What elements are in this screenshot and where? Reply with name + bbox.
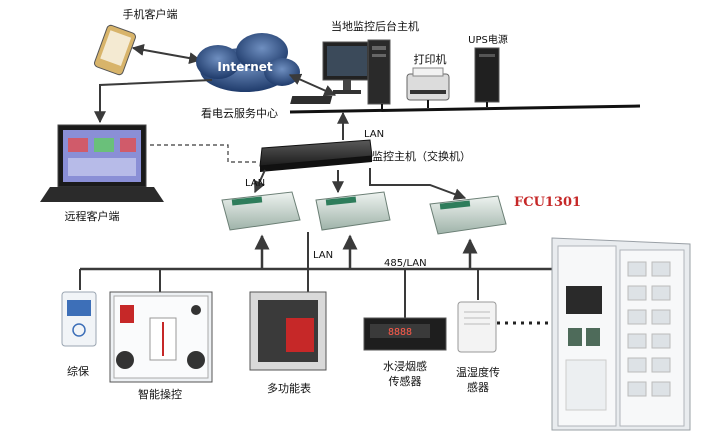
temp-humidity-label-line1: 温湿度传 [456, 366, 500, 379]
protection-label: 综保 [67, 365, 89, 378]
cloud-laptop-link [94, 79, 213, 124]
lan-label-bottom: LAN [313, 250, 334, 261]
protection-relay-icon [61, 291, 97, 347]
ups-icon [474, 47, 500, 103]
phone-cloud-link [131, 43, 202, 65]
laptop-icon [40, 124, 164, 202]
bus-485-label: 485/LAN [384, 258, 427, 269]
switch-module1-link [254, 169, 266, 194]
monitor-icon [290, 41, 372, 104]
multifunction-meter-icon [249, 291, 327, 371]
switch-host-label: 监控主机（交换机） [372, 150, 471, 163]
temp-humidity-label-line2: 感器 [467, 381, 489, 394]
computer-tower-icon [367, 39, 391, 105]
ups-label: UPS电源 [468, 35, 508, 46]
cloud-center-label: 看电云服务中心 [201, 107, 278, 120]
internet-label: Internet [217, 60, 273, 74]
smart-control-label: 智能操控 [138, 388, 182, 401]
smart-control-icon [109, 291, 213, 383]
mobile-client-label: 手机客户端 [122, 8, 178, 21]
remote-client-label: 远程客户端 [64, 210, 120, 223]
svg-text:8888: 8888 [388, 327, 412, 338]
lan-label-top: LAN [364, 129, 385, 140]
fcu-module-1 [221, 191, 301, 231]
fcu-module-3 [429, 195, 507, 235]
switch-module3-link [369, 168, 467, 200]
printer-label: 打印机 [413, 53, 447, 66]
internet-cloud-icon [196, 33, 300, 92]
printer-icon [406, 67, 450, 101]
cloud-host-link [288, 73, 337, 97]
water-smoke-sensor-icon: 8888 [363, 317, 447, 351]
top-bus-line [289, 104, 641, 114]
temp-humidity-sensor-icon [457, 301, 497, 353]
fcu-model-label: FCU1301 [514, 195, 582, 210]
water-smoke-label-line1: 水浸烟感 [383, 360, 427, 373]
lan-label-left: LAN [245, 178, 266, 189]
multimeter-label: 多功能表 [267, 382, 311, 395]
local-host-label: 当地监控后台主机 [331, 20, 419, 33]
mobile-phone-icon [94, 24, 136, 76]
water-smoke-label-line2: 传感器 [388, 375, 422, 388]
switchgear-cabinet-icon [551, 237, 691, 431]
fcu-module-2 [315, 191, 391, 231]
network-switch-icon [259, 139, 373, 172]
remote-dashed-link [150, 144, 258, 163]
